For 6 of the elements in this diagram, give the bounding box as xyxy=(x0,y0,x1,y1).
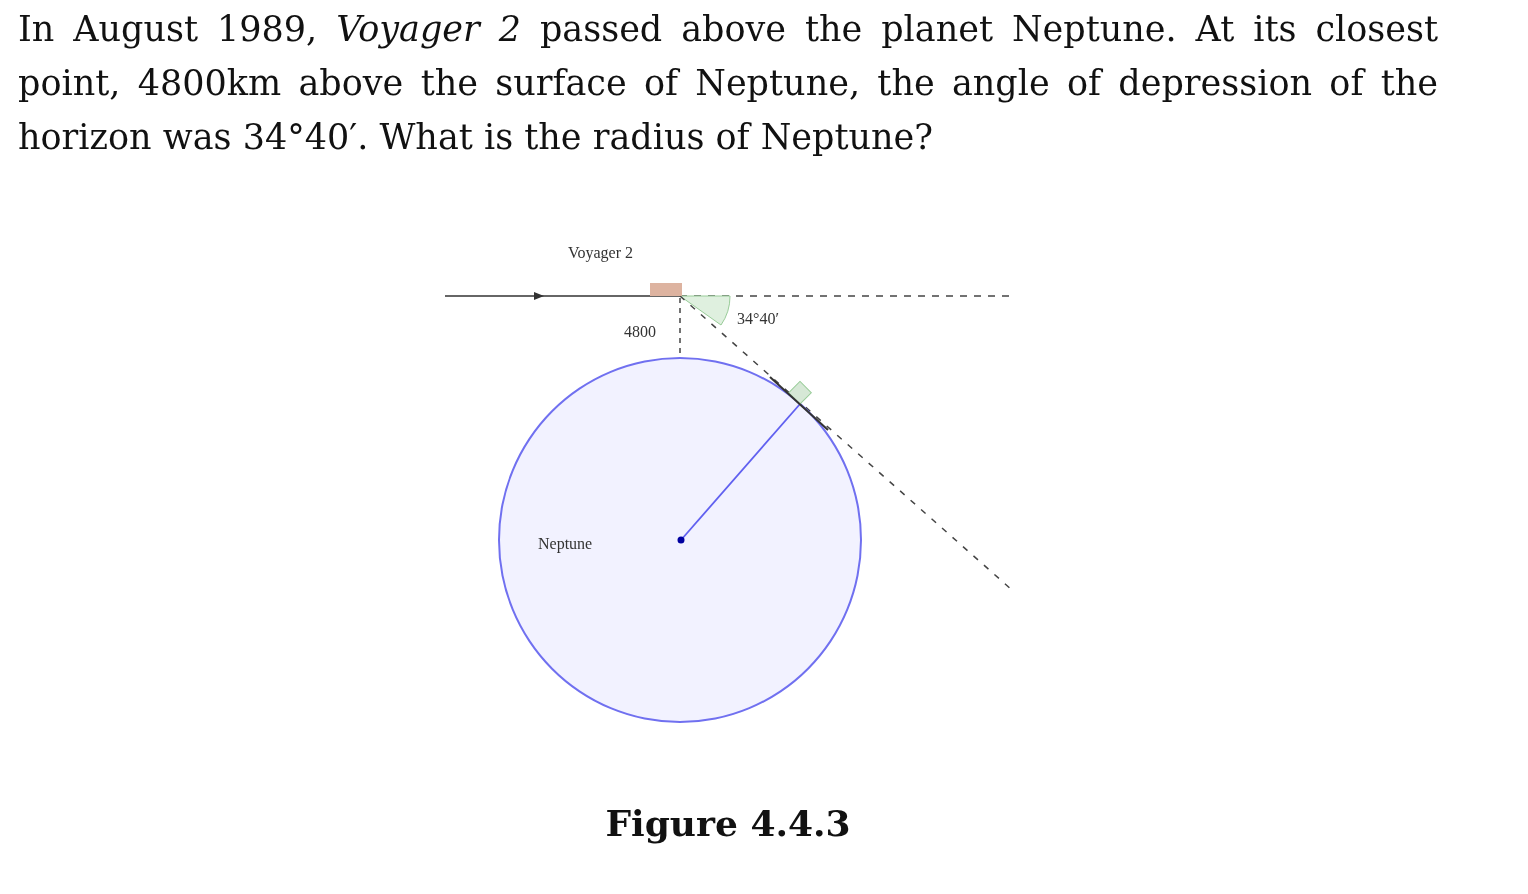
planet-label: Neptune xyxy=(538,535,593,553)
figure-caption: Figure 4.4.3 xyxy=(604,802,852,844)
spacecraft-label: Voyager 2 xyxy=(568,244,634,262)
angle-label: 34°40′ xyxy=(737,310,779,328)
problem-text: In August 1989, Voyager 2 passed above the planet Neptune. At its closest point, 4800km above the surface of Neptune, the angle of depression of the horizon was 34°40′. What is the radius of Neptune? xyxy=(18,8,1438,159)
dimension-label: 4800 xyxy=(624,323,656,341)
